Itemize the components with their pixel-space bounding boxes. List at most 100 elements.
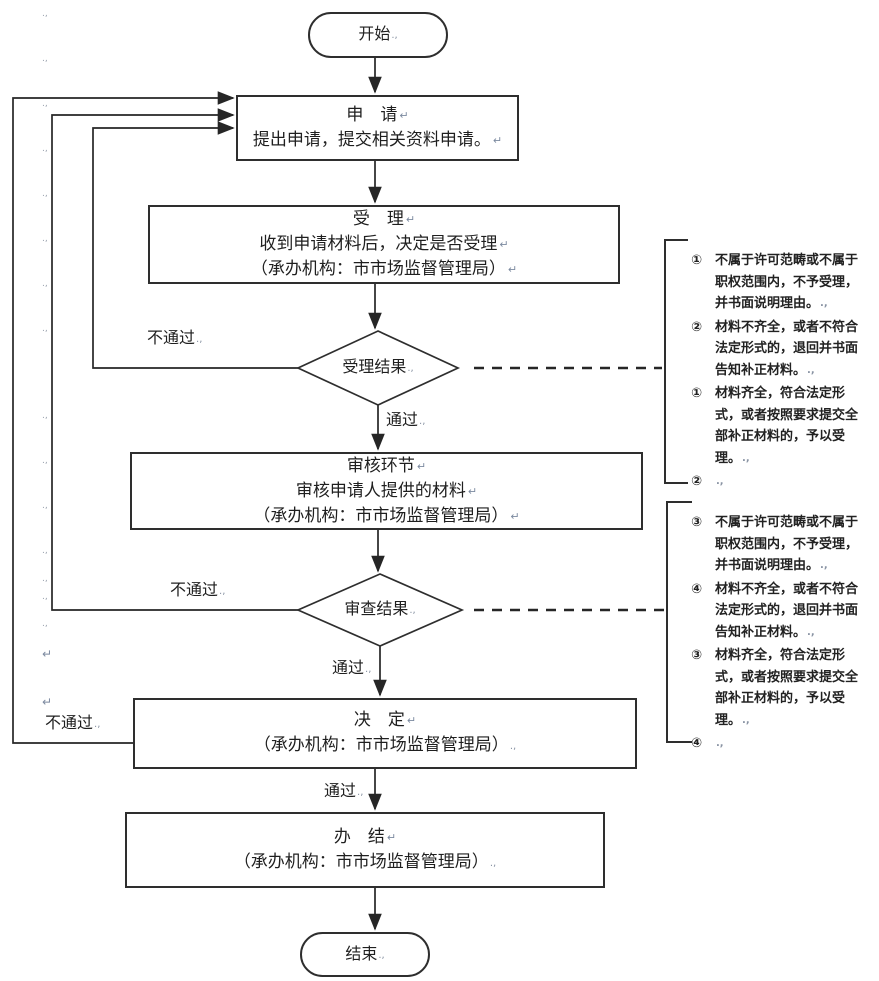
return-mark: ↵ — [386, 830, 397, 844]
item-text: 材料不齐全，或者不符合法定形式的，退回并书面告知补正材料。., — [715, 579, 867, 644]
return-mark: ↵ — [467, 484, 478, 498]
decision1-label: 受理结果 — [342, 357, 407, 376]
end-label: 结束 — [345, 943, 378, 963]
item-body: 材料齐全，符合法定形式，或者按照要求提交全部补正材料的，予以受理。 — [715, 648, 859, 728]
acceptance-result-decision: 受理结果., — [298, 358, 458, 378]
pass-text: 通过 — [386, 410, 419, 429]
annotation-item: ② ., — [691, 471, 867, 493]
paragraph-mark: ., — [407, 363, 414, 374]
start-label: 开始 — [358, 24, 391, 43]
fail-text: 不通过 — [45, 713, 94, 732]
paragraph-mark: ., — [716, 738, 724, 749]
apply-title: 申 请 — [346, 105, 398, 125]
item-text: ., — [715, 471, 867, 493]
return-mark: ↵ — [507, 263, 518, 276]
annotation-item: ② 材料不齐全，或者不符合法定形式的，退回并书面告知补正材料。., — [691, 317, 867, 382]
margin-mark: ., — [42, 144, 48, 154]
review-step-box: 审核环节↵ 审核申请人提供的材料↵ （承办机构：市市场监督管理局）↵ — [130, 452, 643, 530]
annotation-item: ① 不属于许可范畴或不属于职权范围内，不予受理，并书面说明理由。., — [691, 250, 867, 315]
edge-label-pass-1: 通过., — [386, 411, 425, 431]
margin-mark: ., — [42, 501, 48, 511]
edge-label-pass-3: 通过., — [324, 782, 363, 802]
item-body: 材料齐全，符合法定形式，或者按照要求提交全部补正材料的，予以受理。 — [715, 386, 859, 466]
paragraph-mark: ., — [365, 664, 372, 675]
complete-agency: （承办机构：市市场监督管理局） — [233, 851, 489, 872]
annotation-item: ① 材料齐全，符合法定形式，或者按照要求提交全部补正材料的，予以受理。., — [691, 383, 867, 469]
item-number: ③ — [691, 648, 703, 663]
paragraph-mark: ., — [820, 560, 828, 571]
accept-desc: 收到申请材料后，决定是否受理 — [259, 234, 498, 254]
return-mark: ↵ — [405, 213, 416, 226]
review-agency: （承办机构：市市场监督管理局） — [253, 505, 509, 526]
return-mark: ↵ — [42, 695, 53, 709]
paragraph-mark: ., — [742, 452, 750, 464]
paragraph-mark: ., — [357, 787, 364, 798]
accept-step-box: 受 理↵ 收到申请材料后，决定是否受理↵ （承办机构：市市场监督管理局）↵ — [148, 205, 620, 284]
paragraph-mark: ., — [716, 476, 724, 487]
item-text: 不属于许可范畴或不属于职权范围内，不予受理，并书面说明理由。., — [715, 512, 867, 577]
start-terminator: 开始., — [308, 12, 448, 58]
end-terminator: 结束., — [300, 932, 430, 977]
margin-mark: ., — [42, 54, 48, 64]
paragraph-mark: ., — [742, 714, 750, 726]
item-body: 不属于许可范畴或不属于职权范围内，不予受理，并书面说明理由。 — [715, 515, 859, 573]
paragraph-mark: ., — [419, 416, 426, 427]
accept-title: 受 理 — [352, 209, 404, 229]
paragraph-mark: ., — [391, 30, 398, 41]
apply-desc: 提出申请，提交相关资料申请。 — [252, 130, 491, 150]
paragraph-mark: ., — [219, 586, 226, 597]
item-number: ② — [691, 474, 703, 489]
paragraph-mark: ., — [807, 626, 815, 638]
paragraph-mark: ., — [489, 857, 497, 869]
margin-mark: ., — [42, 9, 48, 19]
audit-result-decision: 审查结果., — [298, 600, 462, 620]
paragraph-mark: ., — [820, 298, 828, 309]
review-title: 审核环节 — [346, 455, 415, 476]
annotation-item: ③ 材料齐全，符合法定形式，或者按照要求提交全部补正材料的，予以受理。., — [691, 645, 867, 731]
decide-agency: （承办机构：市市场监督管理局） — [253, 735, 509, 755]
margin-mark: ., — [42, 592, 48, 602]
margin-mark: ., — [42, 99, 48, 109]
paragraph-mark: ., — [94, 719, 101, 730]
accept-agency: （承办机构：市市场监督管理局） — [250, 259, 506, 279]
return-mark: ↵ — [499, 238, 509, 251]
return-mark: ↵ — [406, 714, 417, 727]
margin-mark: ., — [42, 619, 48, 629]
item-body: 不属于许可范畴或不属于职权范围内，不予受理，并书面说明理由。 — [715, 253, 859, 311]
paragraph-mark: ., — [807, 364, 815, 376]
return-mark: ↵ — [399, 109, 409, 122]
item-number: ① — [691, 253, 703, 268]
item-body: 材料不齐全，或者不符合法定形式的，退回并书面告知补正材料。 — [715, 581, 859, 640]
fail-text: 不通过 — [170, 580, 219, 599]
item-body: 材料不齐全，或者不符合法定形式的，退回并书面告知补正材料。 — [715, 319, 859, 378]
annotation-item: ④ ., — [691, 733, 867, 755]
annotation-item: ③ 不属于许可范畴或不属于职权范围内，不予受理，并书面说明理由。., — [691, 512, 867, 577]
annotation-block-audit: ③ 不属于许可范畴或不属于职权范围内，不予受理，并书面说明理由。., ④ 材料不… — [691, 512, 867, 757]
decide-step-box: 决 定↵ （承办机构：市市场监督管理局）., — [133, 698, 637, 769]
annotation-item: ④ 材料不齐全，或者不符合法定形式的，退回并书面告知补正材料。., — [691, 579, 867, 644]
item-number: ④ — [691, 581, 703, 597]
annotation-block-acceptance: ① 不属于许可范畴或不属于职权范围内，不予受理，并书面说明理由。., ② 材料不… — [691, 250, 867, 495]
margin-mark: ., — [42, 324, 48, 334]
margin-mark: ., — [42, 456, 48, 466]
item-number: ② — [691, 319, 703, 335]
margin-mark: ., — [42, 574, 48, 584]
pass-text: 通过 — [324, 781, 357, 800]
decision2-label: 审查结果 — [344, 599, 409, 618]
item-number: ① — [691, 386, 703, 401]
paragraph-mark: ., — [196, 334, 203, 345]
paragraph-mark: ., — [509, 741, 517, 752]
edge-label-fail-2: 不通过., — [170, 581, 225, 601]
item-text: ., — [715, 733, 867, 755]
paragraph-mark: ., — [378, 949, 385, 961]
item-number: ④ — [691, 736, 703, 751]
return-mark: ↵ — [510, 509, 520, 523]
margin-mark: ., — [42, 279, 48, 289]
edge-label-fail-3: 不通过., — [45, 714, 100, 734]
margin-mark: ., — [42, 189, 48, 199]
item-text: 材料齐全，符合法定形式，或者按照要求提交全部补正材料的，予以受理。., — [715, 645, 867, 731]
complete-step-box: 办 结↵ （承办机构：市市场监督管理局）., — [125, 812, 605, 888]
return-mark: ↵ — [42, 647, 53, 661]
